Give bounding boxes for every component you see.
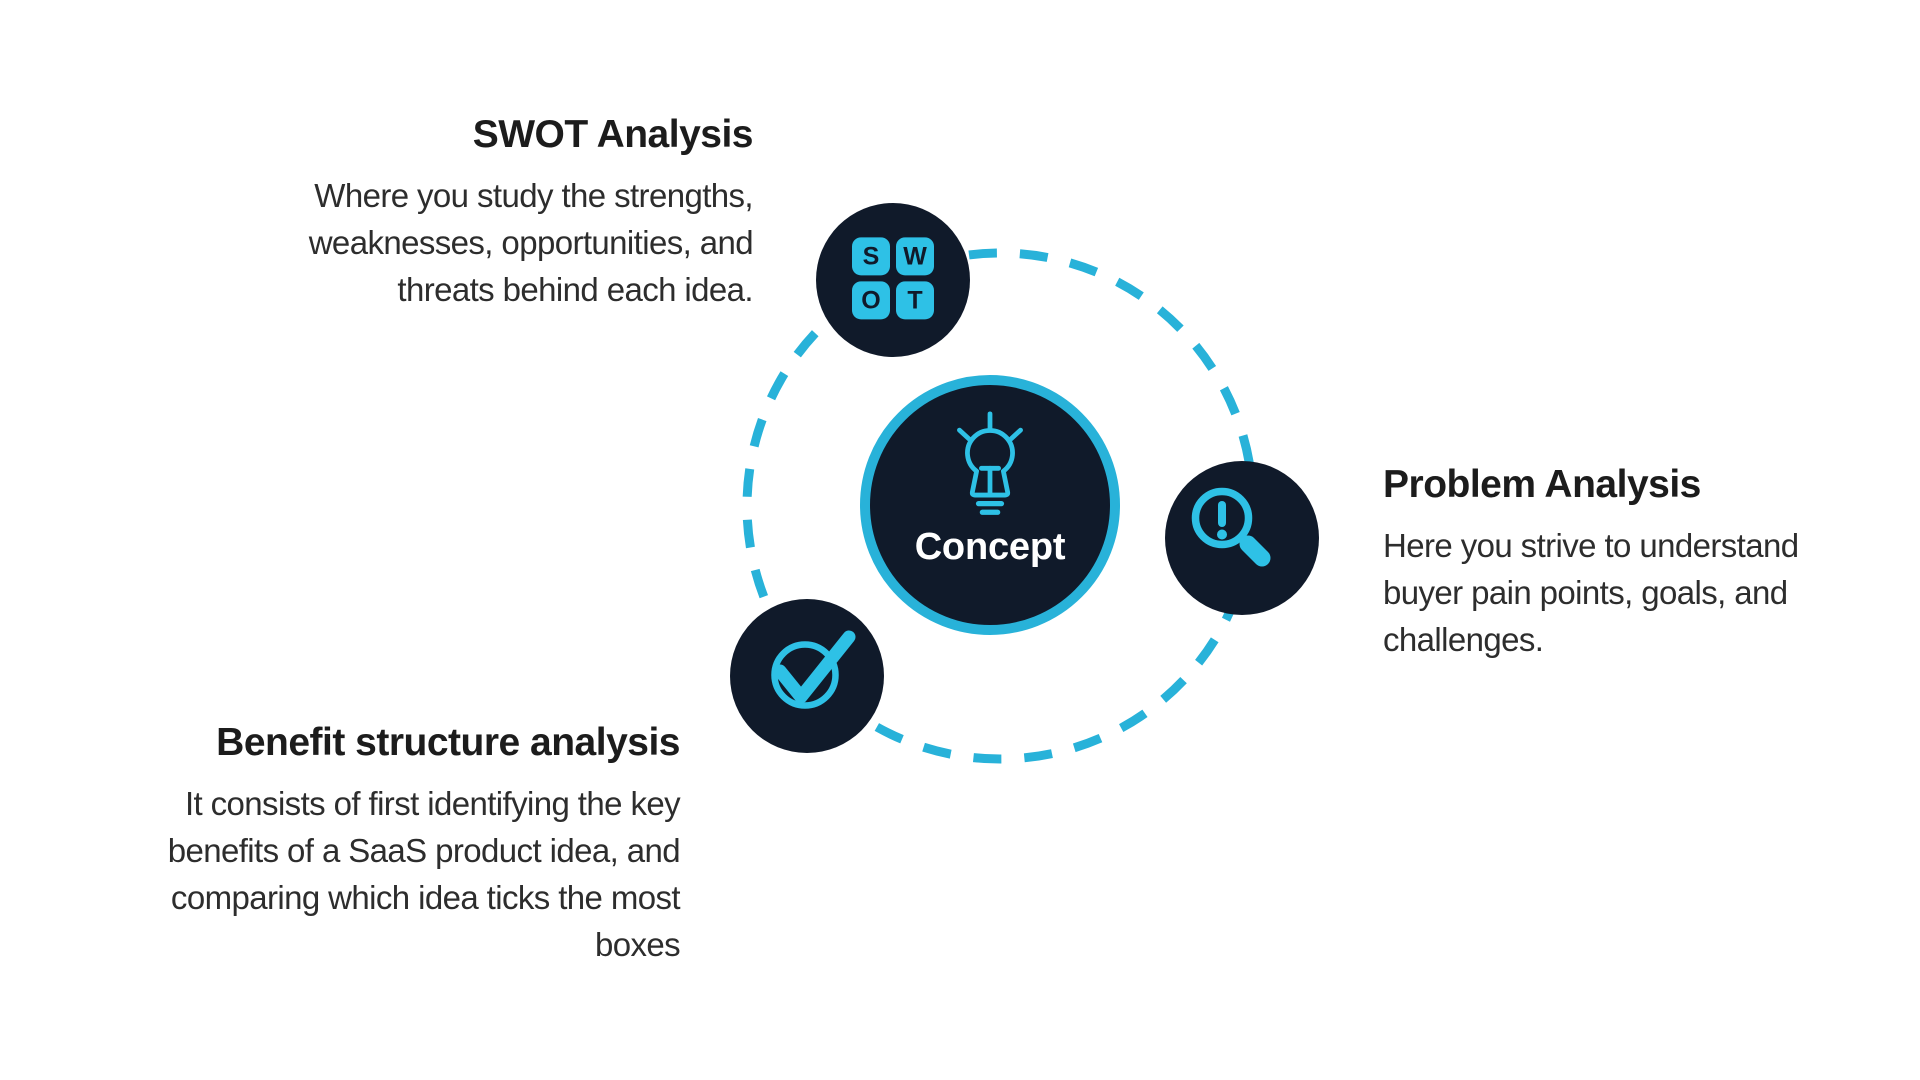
swot-letter: S: [862, 241, 880, 270]
concept-label: Concept: [914, 526, 1066, 568]
swot-letter: O: [861, 285, 881, 314]
concept-circle: Concept: [860, 375, 1120, 635]
section-title: Problem Analysis: [1383, 463, 1701, 506]
problem-satellite-circle: [1165, 461, 1319, 615]
section-body: Where you study the strengths, weaknesse…: [308, 177, 754, 308]
swot-tile-t: T: [896, 281, 934, 320]
swot-tile-s: S: [852, 237, 890, 276]
swot-icon: S W O T: [852, 237, 934, 320]
lightbulb-icon: [957, 411, 1023, 515]
section-benefit: Benefit structure analysis It consists o…: [0, 720, 681, 968]
section-title: SWOT Analysis: [472, 113, 754, 156]
magnifier-alert-icon: [1191, 487, 1271, 567]
swot-tile-o: O: [852, 281, 890, 320]
section-body: Here you strive to understand buyer pain…: [1383, 527, 1799, 658]
section-problem: Problem Analysis Here you strive to unde…: [1383, 462, 1920, 663]
swot-letter: W: [903, 241, 927, 270]
section-body: It consists of first identifying the key…: [167, 785, 681, 963]
checkmark-icon: [771, 630, 856, 709]
swot-tile-w: W: [896, 237, 934, 276]
swot-letter: T: [907, 285, 923, 314]
section-swot: SWOT Analysis Where you study the streng…: [53, 112, 754, 313]
section-title: Benefit structure analysis: [216, 721, 680, 764]
benefit-satellite-circle: [730, 599, 884, 753]
swot-satellite-circle: S W O T: [816, 203, 970, 357]
